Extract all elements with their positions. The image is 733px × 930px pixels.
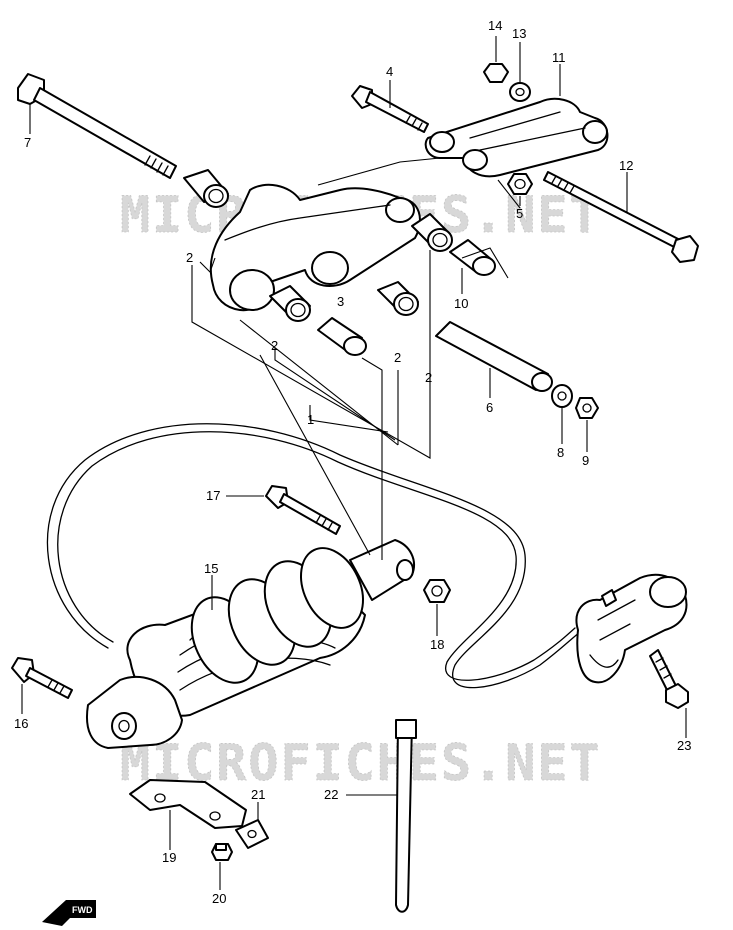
callout-2a: 2	[186, 250, 193, 265]
callout-13: 13	[512, 26, 526, 41]
bearing-2-upper	[183, 169, 229, 208]
fwd-label: FWD	[72, 905, 93, 915]
callout-23: 23	[677, 738, 691, 753]
reservoir-assembly	[575, 573, 688, 684]
bolt-20	[211, 843, 233, 861]
bearing-2-mid	[269, 285, 311, 322]
cushion-lever	[209, 183, 421, 312]
callout-9: 9	[582, 453, 589, 468]
callout-14: 14	[488, 18, 502, 33]
spacer-10	[449, 239, 496, 276]
spacer-6	[435, 321, 553, 392]
washer-8	[551, 384, 573, 408]
callout-17: 17	[206, 488, 220, 503]
nut-9	[575, 397, 599, 419]
callout-22: 22	[324, 787, 338, 802]
spacer-3	[317, 317, 367, 356]
callout-6: 6	[486, 400, 493, 415]
callout-16: 16	[14, 716, 28, 731]
callout-2b: 2	[271, 338, 278, 353]
callout-10: 10	[454, 296, 468, 311]
nut-5	[507, 173, 533, 195]
callout-3: 3	[337, 294, 344, 309]
nut-18	[423, 579, 451, 603]
shock-absorber-15	[86, 539, 415, 749]
callout-12: 12	[619, 158, 633, 173]
reservoir-hose-inner	[57, 431, 576, 681]
callout-2d: 2	[425, 370, 432, 385]
callout-15: 15	[204, 561, 218, 576]
nut-14	[483, 63, 509, 83]
callout-2c: 2	[394, 350, 401, 365]
callout-19: 19	[162, 850, 176, 865]
leader-lines	[21, 36, 687, 890]
link-rod-11	[424, 97, 609, 178]
fwd-arrow-icon: FWD	[42, 900, 96, 926]
bearing-2-center	[377, 281, 419, 316]
bolt-7	[17, 73, 177, 179]
bearing-2-right	[411, 213, 453, 252]
bolt-23	[649, 649, 689, 709]
callout-4: 4	[386, 64, 393, 79]
clip-nut-21	[235, 819, 269, 849]
callout-21: 21	[251, 787, 265, 802]
callout-20: 20	[212, 891, 226, 906]
bracket-19	[129, 779, 247, 829]
bolt-4	[351, 85, 429, 133]
bolt-16	[11, 657, 73, 699]
cable-tie-22	[395, 719, 417, 913]
bolt-12	[543, 171, 699, 263]
callout-5: 5	[516, 206, 523, 221]
reservoir-hose	[46, 423, 581, 689]
callout-11: 11	[552, 50, 566, 65]
callout-8: 8	[557, 445, 564, 460]
callout-1: 1	[307, 412, 314, 427]
bolt-17	[265, 485, 341, 535]
callout-labels: 1 2 2 2 2 3 4 5 6 7 8 9 10 11 12 13 14 1…	[14, 18, 691, 906]
callout-18: 18	[430, 637, 444, 652]
washer-13	[509, 82, 531, 102]
callout-7: 7	[24, 135, 31, 150]
